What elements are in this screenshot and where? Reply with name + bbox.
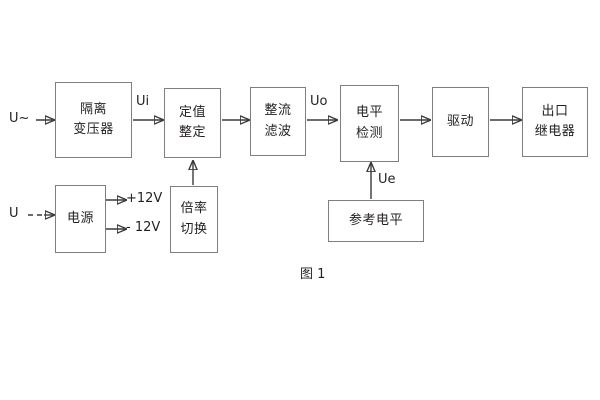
- block-drive-line1: 驱动: [446, 113, 474, 129]
- block-level-detect-line2: 检测: [355, 125, 383, 141]
- figure-caption: 图 1: [300, 267, 326, 282]
- block-isolation-transformer-line1: 隔离: [79, 101, 107, 117]
- block-power-supply[interactable]: 电源: [55, 185, 106, 253]
- block-setpoint-line2: 整定: [178, 125, 206, 140]
- block-multiplier-switch-line2: 切换: [180, 221, 208, 237]
- block-rectify-filter[interactable]: 整流 滤波: [250, 87, 306, 156]
- block-output-relay-line1: 出口: [541, 103, 569, 119]
- block-rectify-filter-line2: 滤波: [264, 123, 292, 139]
- label-supply-positive: +12V: [126, 191, 163, 206]
- label-input-dc: U: [9, 206, 19, 221]
- block-reference-level-line1: 参考电平: [348, 212, 403, 228]
- block-setpoint[interactable]: 定值 整定: [164, 88, 221, 158]
- block-isolation-transformer-line2: 变压器: [73, 122, 114, 137]
- label-input-ac: U~: [9, 111, 30, 126]
- block-output-relay-line2: 继电器: [534, 124, 576, 139]
- block-level-detect-line1: 电平: [355, 105, 383, 121]
- block-multiplier-switch-line1: 倍率: [180, 201, 208, 217]
- label-ue: Ue: [378, 172, 396, 187]
- block-output-relay[interactable]: 出口 继电器: [522, 87, 588, 157]
- label-ui: Ui: [136, 94, 150, 109]
- block-reference-level[interactable]: 参考电平: [328, 200, 424, 242]
- block-power-supply-line1: 电源: [66, 210, 94, 226]
- block-rectify-filter-line1: 整流: [264, 103, 292, 119]
- block-multiplier-switch[interactable]: 倍率 切换: [170, 186, 218, 253]
- label-supply-negative: - 12V: [126, 220, 161, 235]
- block-isolation-transformer[interactable]: 隔离 变压器: [55, 82, 132, 158]
- label-uo: Uo: [310, 94, 328, 109]
- block-setpoint-line1: 定值: [178, 104, 206, 120]
- block-level-detect[interactable]: 电平 检测: [340, 85, 399, 162]
- block-drive[interactable]: 驱动: [432, 87, 489, 157]
